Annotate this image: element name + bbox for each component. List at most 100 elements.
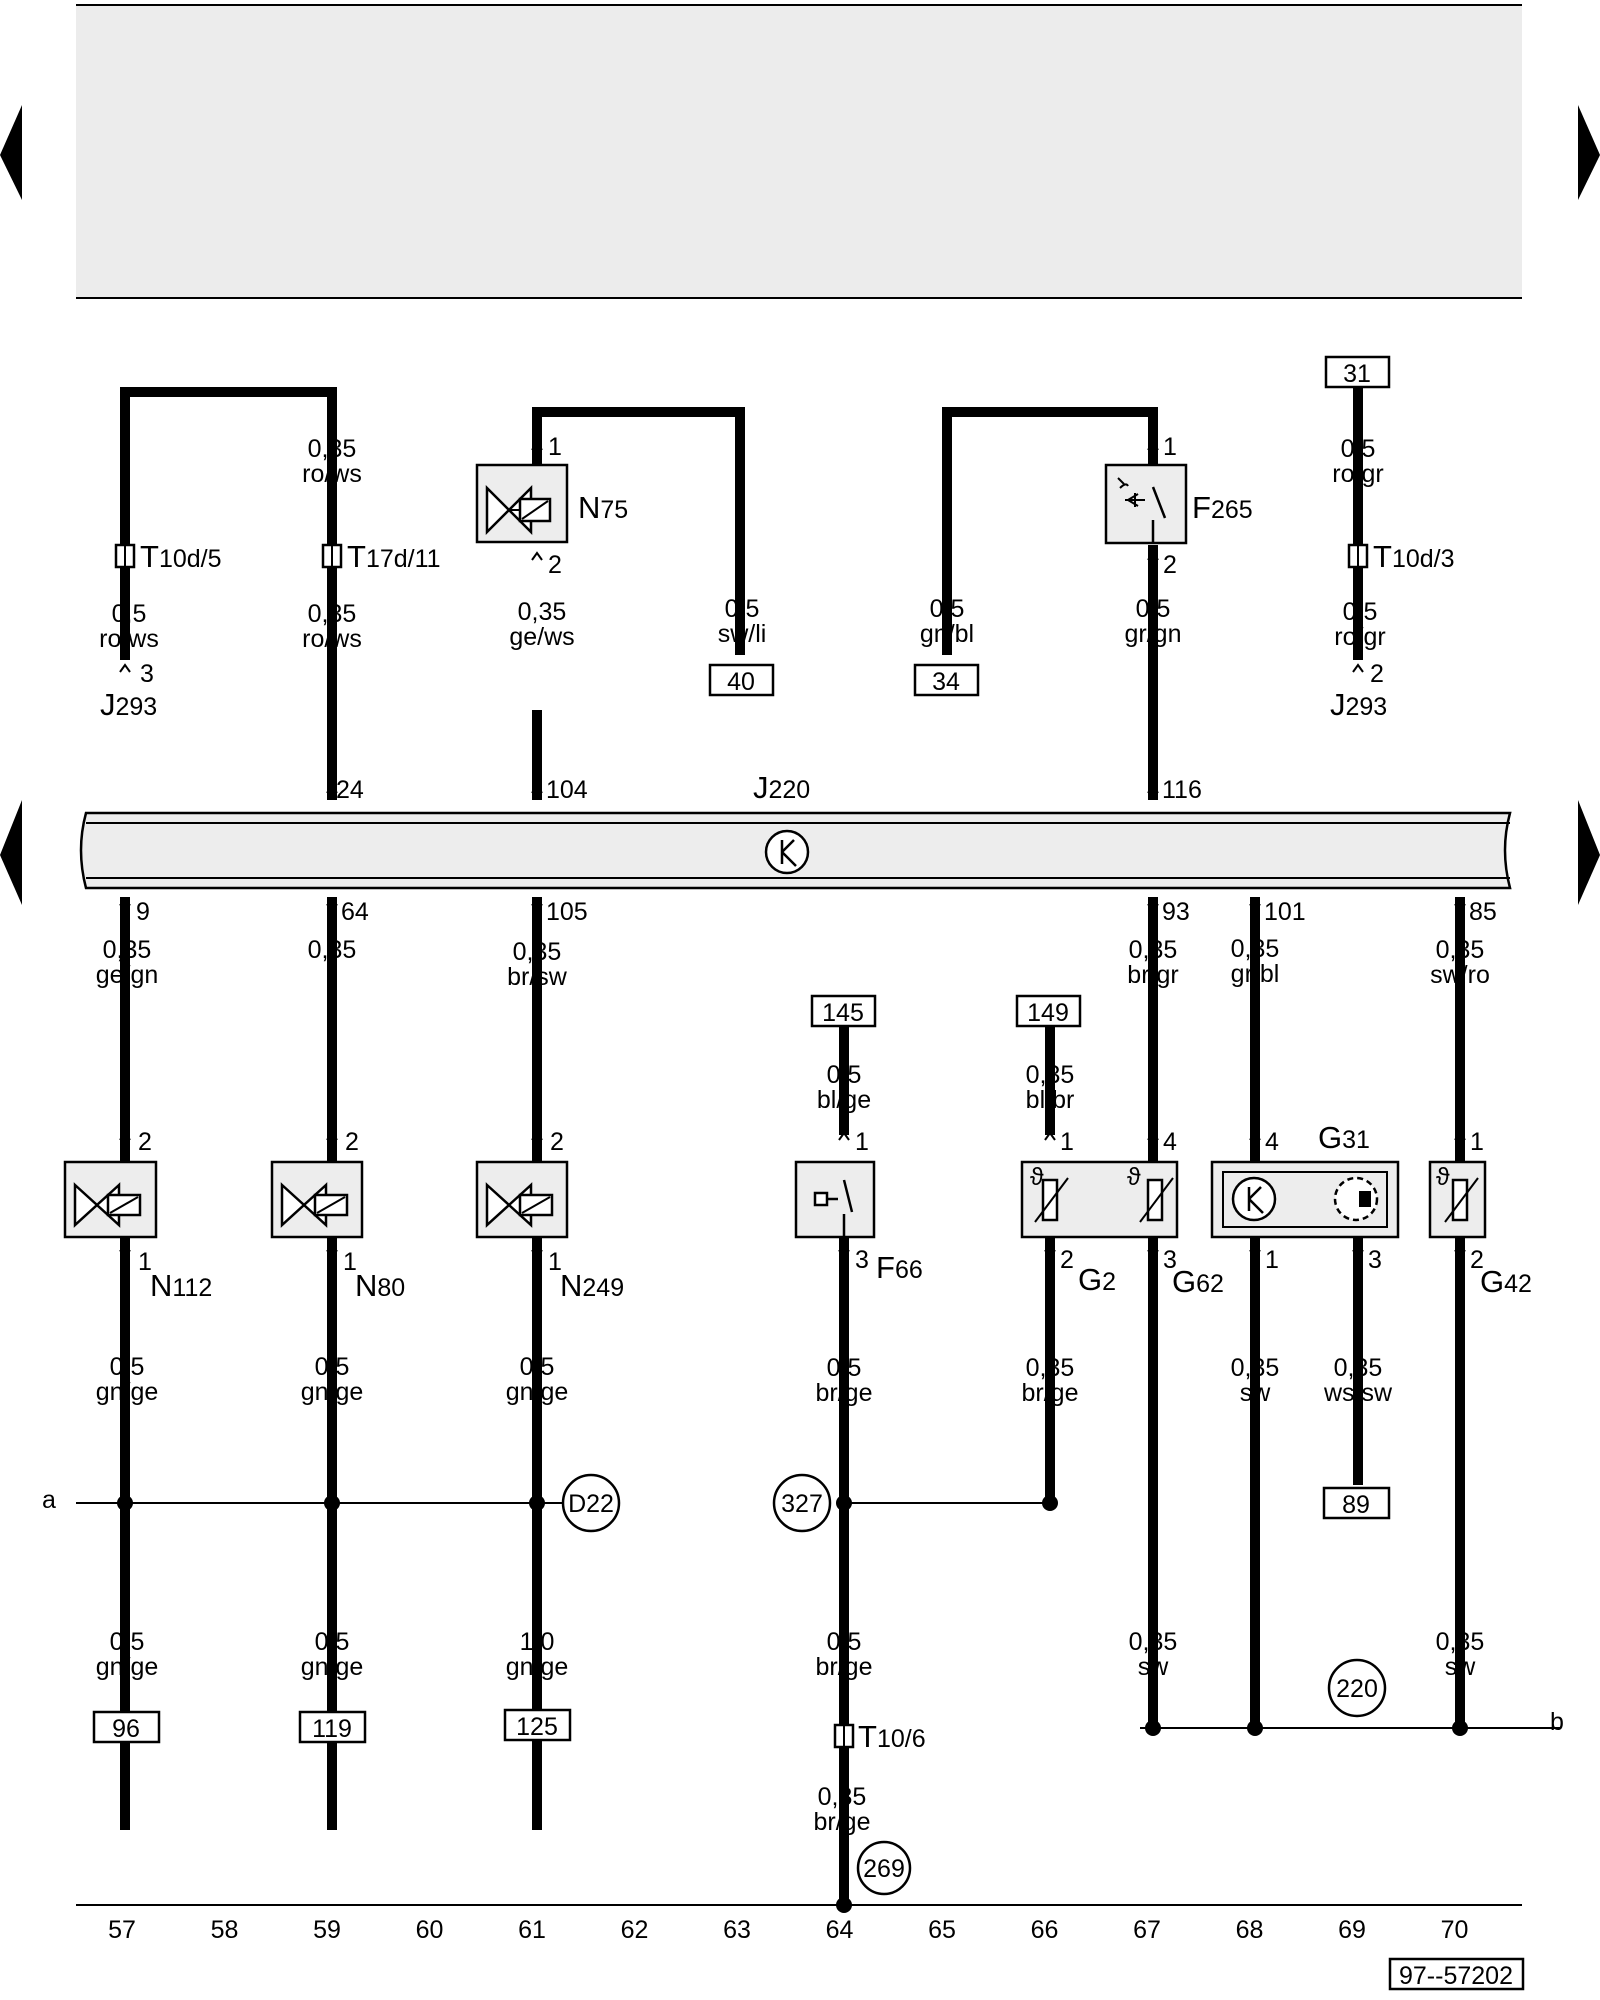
svg-text:0,5: 0,5: [110, 1353, 145, 1381]
sensor-g31: G31: [1210, 1120, 1400, 1239]
svg-text:2: 2: [138, 1128, 152, 1156]
track-number: 59: [313, 1916, 341, 1944]
arrow-right-icon[interactable]: [1578, 800, 1600, 905]
svg-text:0,35: 0,35: [308, 600, 357, 628]
svg-text:J293: J293: [100, 687, 157, 722]
valve-n80: N80: [270, 1160, 405, 1303]
thermo-icon: [1117, 477, 1129, 489]
svg-text:0,5: 0,5: [827, 1354, 862, 1382]
svg-text:gn/ge: gn/ge: [96, 1378, 159, 1406]
svg-text:G62: G62: [1172, 1264, 1224, 1299]
svg-text:24: 24: [336, 776, 364, 804]
transistor-icon: [780, 839, 797, 867]
svg-text:N249: N249: [560, 1268, 624, 1303]
svg-text:116: 116: [1162, 776, 1202, 804]
svg-text:ro/ws: ro/ws: [302, 625, 362, 653]
svg-text:gn/ge: gn/ge: [301, 1378, 364, 1406]
svg-text:0,35: 0,35: [513, 938, 562, 966]
svg-text:269: 269: [863, 1855, 905, 1883]
svg-text:1: 1: [855, 1128, 869, 1156]
connector-t17d11: T17d/11: [321, 539, 441, 574]
svg-text:gn/bl: gn/bl: [920, 620, 974, 648]
ref-box-31: [1324, 355, 1391, 389]
svg-text:gn/ge: gn/ge: [301, 1653, 364, 1681]
reference-boxes[interactable]: 31 40 34 145 149 89 96 119 125: [92, 355, 1391, 1744]
wires: [120, 373, 1465, 1905]
svg-text:sw/li: sw/li: [718, 620, 767, 648]
ref-box-34: [913, 663, 980, 697]
track-number: 69: [1338, 1916, 1366, 1944]
svg-text:0,35: 0,35: [1334, 1354, 1383, 1382]
svg-text:0,5: 0,5: [827, 1628, 862, 1656]
svg-text:0,35: 0,35: [1129, 1628, 1178, 1656]
svg-text:J293: J293: [1330, 687, 1387, 722]
svg-text:85: 85: [1469, 898, 1497, 926]
svg-text:0,5: 0,5: [112, 600, 147, 628]
svg-text:2: 2: [548, 551, 562, 579]
bus-lines: [76, 1502, 1560, 1906]
svg-text:0,35: 0,35: [1436, 936, 1485, 964]
svg-text:1: 1: [1163, 433, 1177, 461]
transistor-icon: [1247, 1186, 1264, 1214]
thermo-icon: ϑ: [1127, 1163, 1141, 1191]
track-number: 68: [1236, 1916, 1264, 1944]
svg-text:sw/ro: sw/ro: [1430, 961, 1490, 989]
track-number: 62: [621, 1916, 649, 1944]
svg-text:N80: N80: [355, 1268, 405, 1303]
ground-point-220: [1327, 1658, 1387, 1718]
svg-text:0,35: 0,35: [1231, 1354, 1280, 1382]
svg-text:1: 1: [1060, 1128, 1074, 1156]
svg-text:G42: G42: [1480, 1264, 1532, 1299]
j220-label: J220: [753, 770, 810, 805]
pin-numbers: 24 104 116 9 64 105 93 101 85 2 1 2 1 2 …: [136, 776, 1497, 1276]
svg-text:2: 2: [345, 1128, 359, 1156]
valve-n249: N249: [475, 1160, 624, 1303]
svg-text:3: 3: [1163, 1246, 1177, 1274]
track-number: 57: [108, 1916, 136, 1944]
svg-text:0,35: 0,35: [1231, 935, 1280, 963]
svg-text:0,5: 0,5: [725, 595, 760, 623]
ref-box-89: [1322, 1486, 1391, 1520]
ref-box-125: [503, 1708, 572, 1742]
svg-text:0,35: 0,35: [1436, 1628, 1485, 1656]
svg-text:br/sw: br/sw: [507, 963, 568, 991]
svg-text:1: 1: [1470, 1128, 1484, 1156]
svg-text:1: 1: [138, 1248, 152, 1276]
svg-text:0,5: 0,5: [827, 1061, 862, 1089]
svg-text:3: 3: [1368, 1246, 1382, 1274]
svg-text:ws/sw: ws/sw: [1323, 1379, 1393, 1407]
module-j293-left: 3 J293: [100, 660, 157, 722]
svg-text:T17d/11: T17d/11: [347, 539, 441, 574]
svg-text:gr/gn: gr/gn: [1125, 620, 1182, 648]
svg-text:ge/ws: ge/ws: [509, 623, 574, 651]
arrow-left-icon[interactable]: [0, 800, 22, 905]
svg-text:bl/br: bl/br: [1026, 1086, 1075, 1114]
svg-text:34: 34: [932, 668, 960, 696]
connector-t10d5: T10d/5: [114, 539, 222, 574]
track-number: 63: [723, 1916, 751, 1944]
svg-text:0,35: 0,35: [518, 598, 567, 626]
track-number: 60: [416, 1916, 444, 1944]
svg-text:0,5: 0,5: [520, 1353, 555, 1381]
svg-text:0,35: 0,35: [308, 936, 357, 964]
svg-text:0,5: 0,5: [930, 595, 965, 623]
svg-text:0,5: 0,5: [315, 1353, 350, 1381]
svg-text:ro/gr: ro/gr: [1334, 623, 1385, 651]
arrow-right-icon[interactable]: [1578, 105, 1600, 200]
svg-text:149: 149: [1027, 999, 1069, 1027]
svg-text:0,5: 0,5: [1343, 598, 1378, 626]
svg-text:N112: N112: [150, 1268, 212, 1303]
svg-text:1,0: 1,0: [520, 1628, 555, 1656]
svg-text:sw: sw: [1445, 1653, 1477, 1681]
svg-text:220: 220: [1336, 1675, 1378, 1703]
ground-point-d22: [561, 1473, 621, 1533]
track-number: 61: [518, 1916, 546, 1944]
arrow-left-icon[interactable]: [0, 105, 22, 200]
ground-point-269: [856, 1840, 912, 1896]
ref-box-149: [1015, 994, 1082, 1028]
svg-text:ro/gr: ro/gr: [1332, 460, 1383, 488]
svg-text:2: 2: [550, 1128, 564, 1156]
line-label-b: b: [1550, 1708, 1564, 1736]
svg-text:bl/ge: bl/ge: [817, 1086, 871, 1114]
